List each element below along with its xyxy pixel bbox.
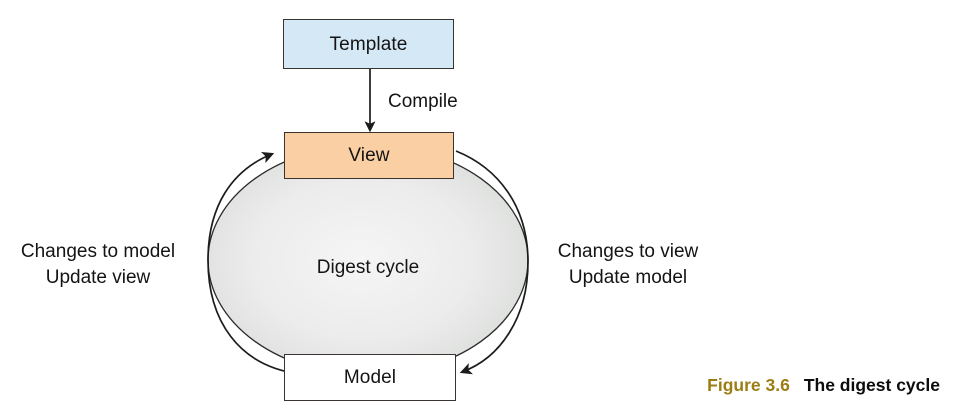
figure-number: Figure 3.6	[707, 375, 790, 395]
edge-label-view-to-model-line1: Changes to view	[557, 241, 699, 262]
edge-label-model-to-view-line2: Update view	[45, 267, 151, 288]
node-model[interactable]: Model	[284, 354, 456, 401]
node-view-label: View	[348, 145, 390, 166]
edge-label-model-to-view-line1: Changes to model	[20, 241, 176, 262]
figure-title: The digest cycle	[803, 375, 940, 395]
edge-label-view-to-model: Changes to view Update model	[533, 239, 723, 291]
edge-label-view-to-model-line2: Update model	[568, 267, 688, 288]
figure-caption: Figure 3.6 The digest cycle	[707, 374, 940, 396]
digest-cycle-label: Digest cycle	[316, 257, 420, 278]
node-model-label: Model	[343, 367, 397, 388]
arc-model-to-view	[207, 152, 301, 375]
node-template-label: Template	[329, 33, 408, 55]
arc-view-to-model	[455, 150, 529, 375]
node-template[interactable]: Template	[283, 19, 454, 69]
node-view[interactable]: View	[284, 132, 454, 179]
edge-label-model-to-view: Changes to model Update view	[0, 239, 196, 291]
edge-label-compile: Compile	[388, 91, 458, 112]
